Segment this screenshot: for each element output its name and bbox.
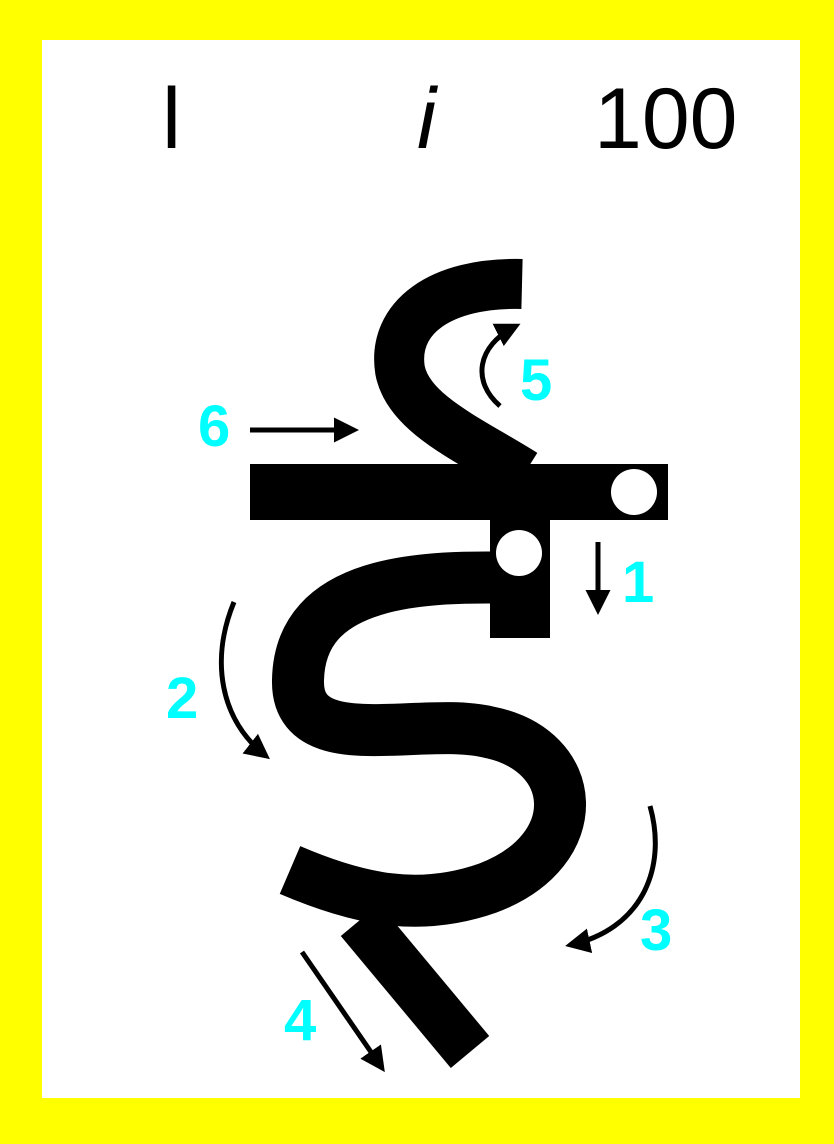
arrow-5 xyxy=(482,326,516,406)
start-dot-headline xyxy=(611,469,657,515)
stroke-numbers: 1 2 3 4 5 6 xyxy=(166,348,672,1053)
glyph-top-curl xyxy=(399,284,524,474)
stroke-number-2: 2 xyxy=(166,666,198,731)
stroke-number-3: 3 xyxy=(640,898,672,963)
stroke-number-6: 6 xyxy=(198,394,230,459)
glyph-leg xyxy=(360,920,470,1052)
glyph-headline-bar xyxy=(250,464,668,520)
arrow-2 xyxy=(221,602,266,756)
stroke-number-1: 1 xyxy=(622,550,654,615)
start-dot-stem xyxy=(496,530,542,576)
stroke-number-4: 4 xyxy=(284,988,316,1053)
stroke-number-5: 5 xyxy=(520,348,552,413)
